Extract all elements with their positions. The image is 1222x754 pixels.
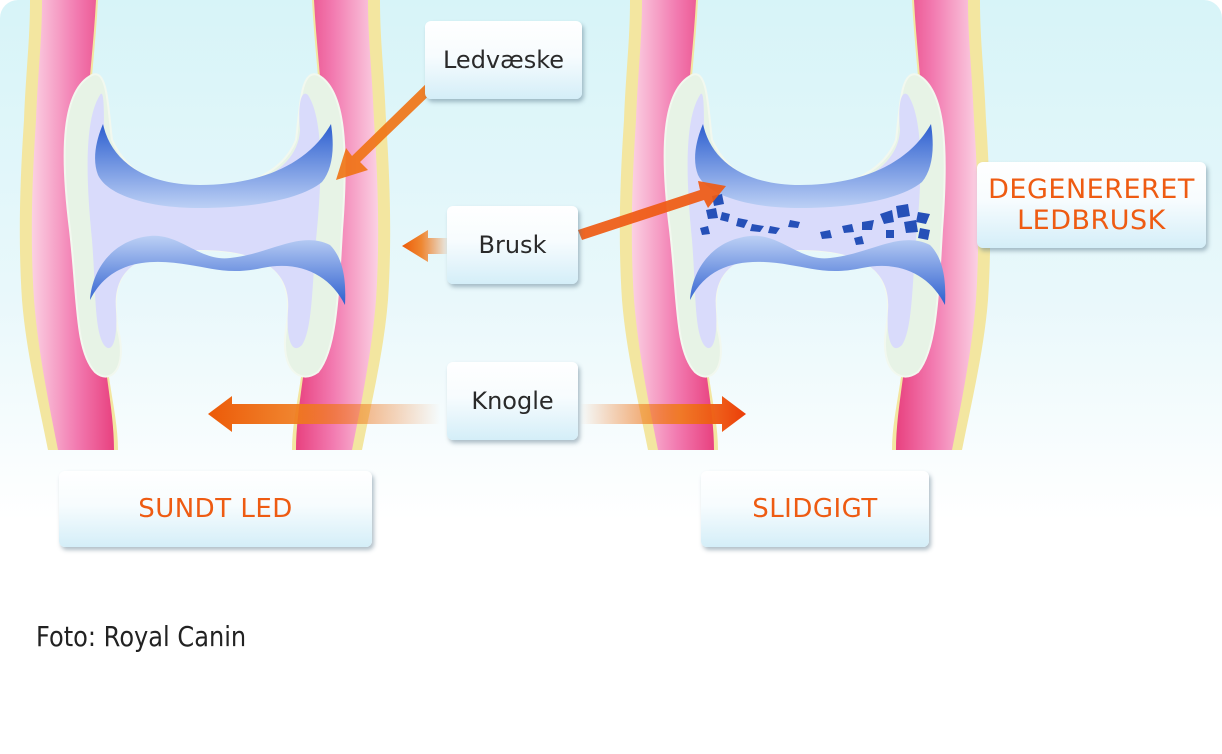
label-synovial-fluid: Ledvæske xyxy=(425,21,582,99)
label-cartilage: Brusk xyxy=(447,206,578,284)
arrow-bone-right xyxy=(580,396,746,432)
label-degenerated-line1: DEGENERERET xyxy=(988,174,1195,205)
arrow-cartilage-right xyxy=(578,181,726,240)
label-degenerated-line2: LEDBRUSK xyxy=(1017,205,1166,236)
arthritic-joint xyxy=(618,0,992,451)
label-degenerated-cartilage: DEGENERERET LEDBRUSK xyxy=(977,162,1206,248)
photo-credit: Foto: Royal Canin xyxy=(36,620,247,653)
arrow-bone-left xyxy=(208,396,440,432)
label-bone: Knogle xyxy=(447,362,578,440)
cartilage-fragments xyxy=(700,194,930,245)
healthy-joint xyxy=(18,0,392,451)
caption-healthy-joint: SUNDT LED xyxy=(59,471,372,547)
caption-arthritis: SLIDGIGT xyxy=(701,471,929,547)
arrow-synovial-fluid xyxy=(336,78,440,180)
arrow-cartilage-left xyxy=(402,230,450,262)
